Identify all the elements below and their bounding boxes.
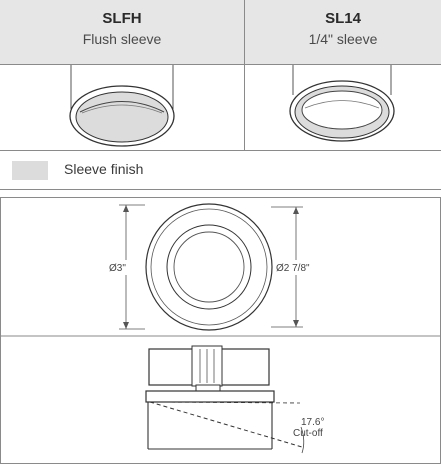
dimension-drawings: Ø3" Ø2 7/8" [0, 197, 441, 464]
row-divider [0, 150, 441, 151]
outer-diameter-label: Ø3" [109, 263, 126, 274]
table-bottom-border [0, 189, 441, 190]
legend-label: Sleeve finish [64, 161, 144, 177]
sleeve-finish-swatch [12, 161, 48, 180]
model-description: Flush sleeve [82, 31, 162, 47]
model-name: SLFH [102, 10, 142, 27]
header-cell-sl14: SL14 1/4" sleeve [245, 0, 441, 65]
flange-diameter-dimension: Ø2 7/8" [271, 206, 310, 328]
flange-diameter-label: Ø2 7/8" [276, 263, 310, 274]
image-cell-sl14 [245, 65, 441, 150]
cutoff-label: Cut-off [293, 428, 323, 439]
quarter-inch-sleeve-illustration [289, 65, 395, 142]
cutoff-angle-label: 17.6° [301, 417, 324, 428]
image-cell-slfh [0, 65, 245, 150]
dimension-drawing-canvas: Ø3" Ø2 7/8" [0, 197, 441, 464]
model-description: 1/4" sleeve [308, 31, 378, 47]
header-cell-slfh: SLFH Flush sleeve [0, 0, 245, 65]
finish-legend: Sleeve finish [0, 151, 441, 189]
flush-sleeve-illustration [69, 65, 175, 147]
model-name: SL14 [325, 10, 361, 27]
top-view-drawing [145, 203, 273, 331]
sleeve-options-table: SLFH Flush sleeve SL14 1/4" sleeve Sle [0, 0, 441, 191]
outer-diameter-dimension: Ø3" [109, 204, 145, 330]
side-view-drawing [145, 345, 305, 454]
